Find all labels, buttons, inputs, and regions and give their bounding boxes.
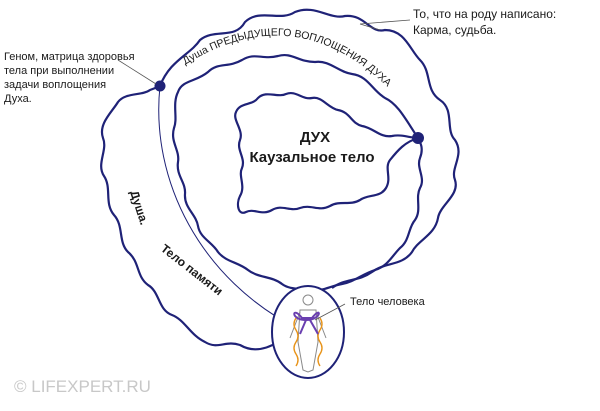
spirit-title: ДУХ — [300, 129, 330, 146]
human-body-label: Тело человека — [350, 296, 426, 308]
soul-arc-label: Душа ПРЕДЫДУЩЕГО ВОПЛОЩЕНИЯ ДУХА — [181, 27, 394, 90]
inner-spirit-boundary — [172, 54, 424, 292]
memory-thread — [158, 85, 301, 331]
karma-label-2: Карма, судьба. — [413, 23, 496, 37]
watermark: © LIFEXPERT.RU — [14, 377, 151, 396]
karma-leader — [359, 19, 411, 25]
karma-node — [412, 132, 424, 144]
genome-label-3: задачи воплощения — [4, 79, 106, 91]
soul-label: Душа. — [127, 189, 151, 227]
genome-leader — [117, 59, 157, 85]
outer-soul-boundary — [100, 8, 460, 351]
genome-label-1: Геном, матрица здоровья — [4, 51, 135, 63]
body-leader — [314, 303, 346, 321]
genome-label-2: тела при выполнении — [4, 65, 114, 77]
human-figure-icon — [289, 294, 327, 373]
body-oval — [271, 285, 345, 379]
genome-node — [154, 80, 166, 92]
genome-label-4: Духа. — [4, 93, 32, 105]
spirit-subtitle: Каузальное тело — [249, 149, 374, 166]
soul-arc-textpath: Душа ПРЕДЫДУЩЕГО ВОПЛОЩЕНИЯ ДУХА — [181, 27, 394, 90]
spirit-core-boundary — [234, 92, 419, 214]
karma-label-1: То, что на роду написано: — [413, 7, 556, 21]
karma-leader-2 — [359, 23, 381, 31]
